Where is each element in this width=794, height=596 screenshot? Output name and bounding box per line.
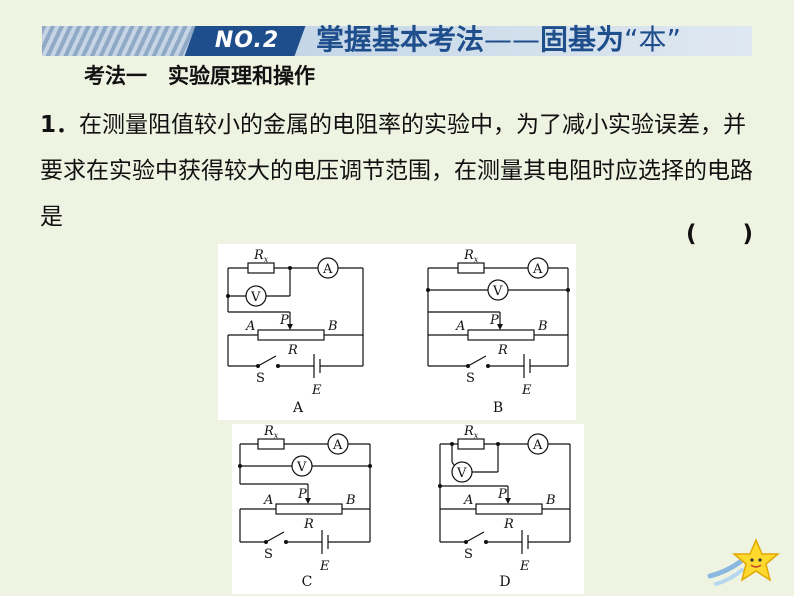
slider-label: P <box>489 313 499 328</box>
slider-label: P <box>497 487 507 502</box>
switch-label: S <box>464 547 473 562</box>
resistor-label: Rx <box>463 248 479 264</box>
caption-b: B <box>492 400 504 416</box>
end-b-label: B <box>327 319 338 334</box>
ammeter-label: A <box>322 262 333 277</box>
resistor-label: Rx <box>463 424 479 440</box>
section-badge: NO.2 <box>214 28 280 53</box>
header-stripes <box>42 26 212 56</box>
battery-label: E <box>519 559 530 574</box>
battery-label: E <box>311 383 322 398</box>
rheostat-label: R <box>503 517 514 532</box>
end-a-label: A <box>455 319 465 334</box>
header-title-quote: “本” <box>624 23 682 56</box>
end-a-label: A <box>245 319 255 334</box>
voltmeter-label: V <box>250 290 261 305</box>
header-band <box>42 26 752 56</box>
battery-label: E <box>521 383 532 398</box>
ammeter-label: A <box>332 438 343 453</box>
circuit-option-cd[interactable]: A V Rx A B P R S E <box>232 424 584 594</box>
circuit-diagram-a: A V Rx A B P R S E <box>226 248 570 398</box>
question-block: 1．在测量阻值较小的金属的电阻率的实验中，为了减小实验误差，并要求在实验中获得较… <box>40 102 768 240</box>
answer-blank: ( ) <box>686 221 754 247</box>
section-heading: 考法一 实验原理和操作 <box>84 64 315 88</box>
header-title: 掌握基本考法——固基为“本” <box>316 22 681 58</box>
voltmeter-label: V <box>492 284 503 299</box>
end-a-label: A <box>263 493 273 508</box>
slider-label: P <box>297 487 307 502</box>
switch-label: S <box>264 547 273 562</box>
caption-a: A <box>292 400 304 416</box>
caption-d: D <box>499 574 511 590</box>
rheostat-label: R <box>287 343 298 358</box>
battery-label: E <box>319 559 330 574</box>
switch-label: S <box>256 371 265 386</box>
resistor-label: Rx <box>263 424 279 440</box>
ammeter-label: A <box>532 262 543 277</box>
header-title-sub: 固基为 <box>540 23 625 56</box>
voltmeter-label: V <box>456 466 467 481</box>
slider-label: P <box>279 313 289 328</box>
rheostat-label: R <box>497 343 508 358</box>
circuit-option-a[interactable]: A V Rx A B P R S E <box>218 244 576 420</box>
end-b-label: B <box>545 493 556 508</box>
header-title-dash: —— <box>484 23 541 56</box>
voltmeter-label: V <box>296 460 307 475</box>
ammeter-label: A <box>532 438 543 453</box>
resistor-label: Rx <box>253 248 269 264</box>
rheostat-label: R <box>303 517 314 532</box>
switch-label: S <box>466 371 475 386</box>
end-b-label: B <box>537 319 548 334</box>
end-b-label: B <box>345 493 356 508</box>
circuit-diagram-cd: A V Rx A B P R S E <box>238 424 571 574</box>
header-title-main: 掌握基本考法 <box>316 23 485 56</box>
star-icon <box>707 538 781 586</box>
caption-c: C <box>301 574 313 590</box>
question-number: 1． <box>40 112 80 138</box>
end-a-label: A <box>463 493 473 508</box>
question-text: 在测量阻值较小的金属的电阻率的实验中，为了减小实验误差，并要求在实验中获得较大的… <box>40 112 753 230</box>
